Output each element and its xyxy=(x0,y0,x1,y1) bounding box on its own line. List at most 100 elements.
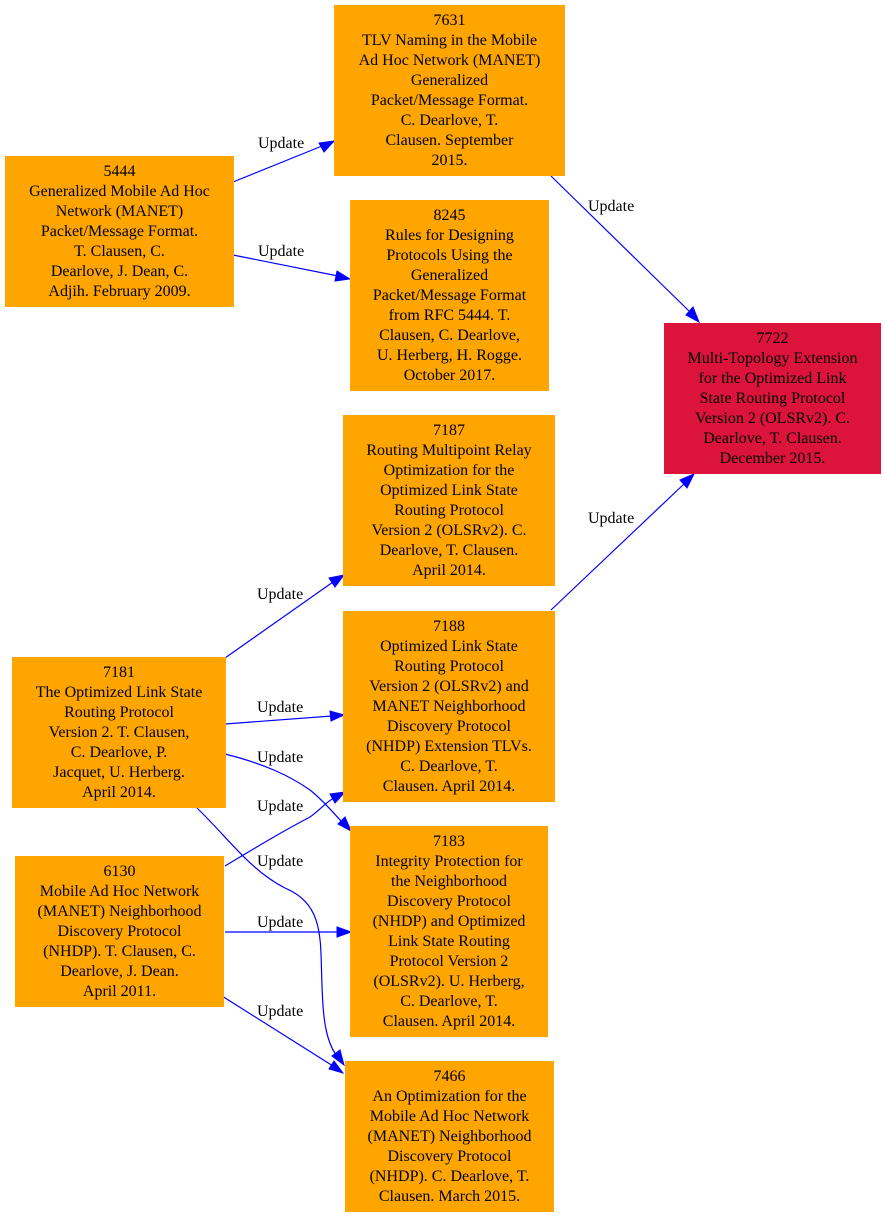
node-7188-text-line: Optimized Link State xyxy=(380,637,518,655)
node-7466-text-number: 7466 xyxy=(433,1067,466,1085)
node-7183-text-line: Protocol Version 2 xyxy=(389,952,509,970)
node-7722-text-line: State Routing Protocol xyxy=(699,389,846,407)
node-7187-text-number: 7187 xyxy=(433,421,465,439)
edge-6130-7466 xyxy=(221,995,334,1067)
edge-7181-7187-arrowhead xyxy=(328,574,346,588)
node-7181-text-line: Routing Protocol xyxy=(64,703,174,721)
node-5444-text-line: Packet/Message Format. xyxy=(40,222,199,240)
node-7183-text-line: Integrity Protection for xyxy=(375,852,523,870)
edge-6130-7188 xyxy=(224,797,335,867)
node-7722-text-line: Dearlove, T. Clausen. xyxy=(703,429,842,447)
node-7183-text-line: (OLSRv2). U. Herberg, xyxy=(373,972,525,990)
node-6130-text-line: Discovery Protocol xyxy=(57,922,182,940)
node-7188-text-line: Version 2 (OLSRv2) and xyxy=(369,677,529,695)
node-7187-text-line: Optimization for the xyxy=(383,461,515,479)
node-7183-text-line: (NHDP) and Optimized xyxy=(372,912,526,930)
node-7181-text-line: Version 2. T. Clausen, xyxy=(48,723,190,741)
node-7722-text-line: Version 2 (OLSRv2). C. xyxy=(694,409,851,427)
edge-7181-7466 xyxy=(196,807,337,1056)
node-7187-text-line: Routing Protocol xyxy=(394,501,504,519)
node-5444-text-line: Dearlove, J. Dean, C. xyxy=(50,262,189,280)
node-5444-text-number: 5444 xyxy=(103,162,136,180)
node-7466-text-line: (MANET) Neighborhood xyxy=(367,1127,532,1145)
node-7181-text-line: C. Dearlove, P. xyxy=(70,743,168,761)
node-7466-text-line: Clausen. March 2015. xyxy=(378,1187,521,1205)
node-7631-text-number: 7631 xyxy=(433,11,466,29)
node-7188-text-line: Clausen. April 2014. xyxy=(382,777,516,795)
node-7183-text-line: Discovery Protocol xyxy=(387,892,511,910)
node-8245-text-line: Packet/Message Format xyxy=(372,286,527,304)
edge-6130-7188-label: Update xyxy=(257,798,303,815)
node-5444-text-line: T. Clausen, C. xyxy=(74,242,165,260)
node-7183-text-number: 7183 xyxy=(432,832,465,850)
node-5444-text-line: Adjih. February 2009. xyxy=(48,282,191,300)
edge-7181-7187 xyxy=(224,581,334,659)
node-7466-text-line: An Optimization for the xyxy=(372,1087,527,1105)
node-7631-text-line: 2015. xyxy=(431,151,468,169)
node-8245-text-line: from RFC 5444. T. xyxy=(388,306,511,324)
node-7631-text-line: C. Dearlove, T. xyxy=(400,111,499,129)
node-8245-text-line: U. Herberg, H. Rogge. xyxy=(376,346,522,364)
node-8245-text-line: Rules for Designing xyxy=(385,226,514,244)
node-7188-text-line: Discovery Protocol xyxy=(387,717,511,735)
edge-7181-7466-arrowhead xyxy=(331,1049,345,1067)
node-7183-text-line: the Neighborhood xyxy=(391,872,507,890)
edge-5444-8245-label: Update xyxy=(258,243,304,260)
edge-6130-7188-arrowhead xyxy=(329,791,347,804)
node-8245-text-line: October 2017. xyxy=(403,366,496,384)
node-7188-text-line: MANET Neighborhood xyxy=(372,697,526,715)
edge-6130-7466-arrowhead xyxy=(328,1060,345,1074)
node-7722-text-line: December 2015. xyxy=(719,449,826,467)
edge-7181-7466-label: Update xyxy=(257,853,303,870)
node-7183-text-line: C. Dearlove, T. xyxy=(400,992,498,1010)
edge-7631-7722-label: Update xyxy=(588,198,634,215)
node-7188-text-line: Routing Protocol xyxy=(394,657,504,675)
node-7181-text-line: The Optimized Link State xyxy=(35,683,203,701)
node-6130-text-line: April 2011. xyxy=(82,982,157,1000)
node-7466-text-line: Mobile Ad Hoc Network xyxy=(369,1107,530,1125)
node-6130-text-line: Mobile Ad Hoc Network xyxy=(39,882,200,900)
node-7722-text-number: 7722 xyxy=(756,329,789,347)
node-7181-text-line: Jacquet, U. Herberg. xyxy=(53,763,185,781)
node-7183-text-line: Link State Routing xyxy=(388,932,510,950)
edge-5444-8245 xyxy=(232,254,339,277)
edge-5444-7631-arrowhead xyxy=(318,140,336,153)
node-7631-text-line: Generalized xyxy=(410,71,489,89)
edge-6130-7466-label: Update xyxy=(257,1003,303,1020)
node-8245-text-line: Protocols Using the xyxy=(386,246,513,264)
node-7181-text-number: 7181 xyxy=(103,663,135,681)
edge-7181-7188-label: Update xyxy=(257,699,303,716)
node-7187-text-line: Dearlove, T. Clausen. xyxy=(379,541,519,559)
edge-6130-7183-label: Update xyxy=(257,914,303,931)
node-7722-text-line: Multi-Topology Extension xyxy=(687,349,858,367)
node-6130-text-line: (NHDP). T. Clausen, C. xyxy=(43,942,196,960)
node-7466-text-line: Discovery Protocol xyxy=(387,1147,512,1165)
edge-7181-7183 xyxy=(224,753,343,823)
node-6130-text-number: 6130 xyxy=(103,862,136,880)
edge-5444-8245-arrowhead xyxy=(334,270,352,282)
node-7631-text-line: Clausen. September xyxy=(385,131,514,149)
node-7631-text-line: Ad Hoc Network (MANET) xyxy=(358,51,541,69)
edge-7188-7722-label: Update xyxy=(588,510,634,527)
node-7187-text-line: Routing Multipoint Relay xyxy=(366,441,532,459)
edge-5444-7631-label: Update xyxy=(258,135,304,152)
edge-7181-7188-arrowhead xyxy=(329,710,346,722)
node-6130-text-line: (MANET) Neighborhood xyxy=(37,902,202,920)
